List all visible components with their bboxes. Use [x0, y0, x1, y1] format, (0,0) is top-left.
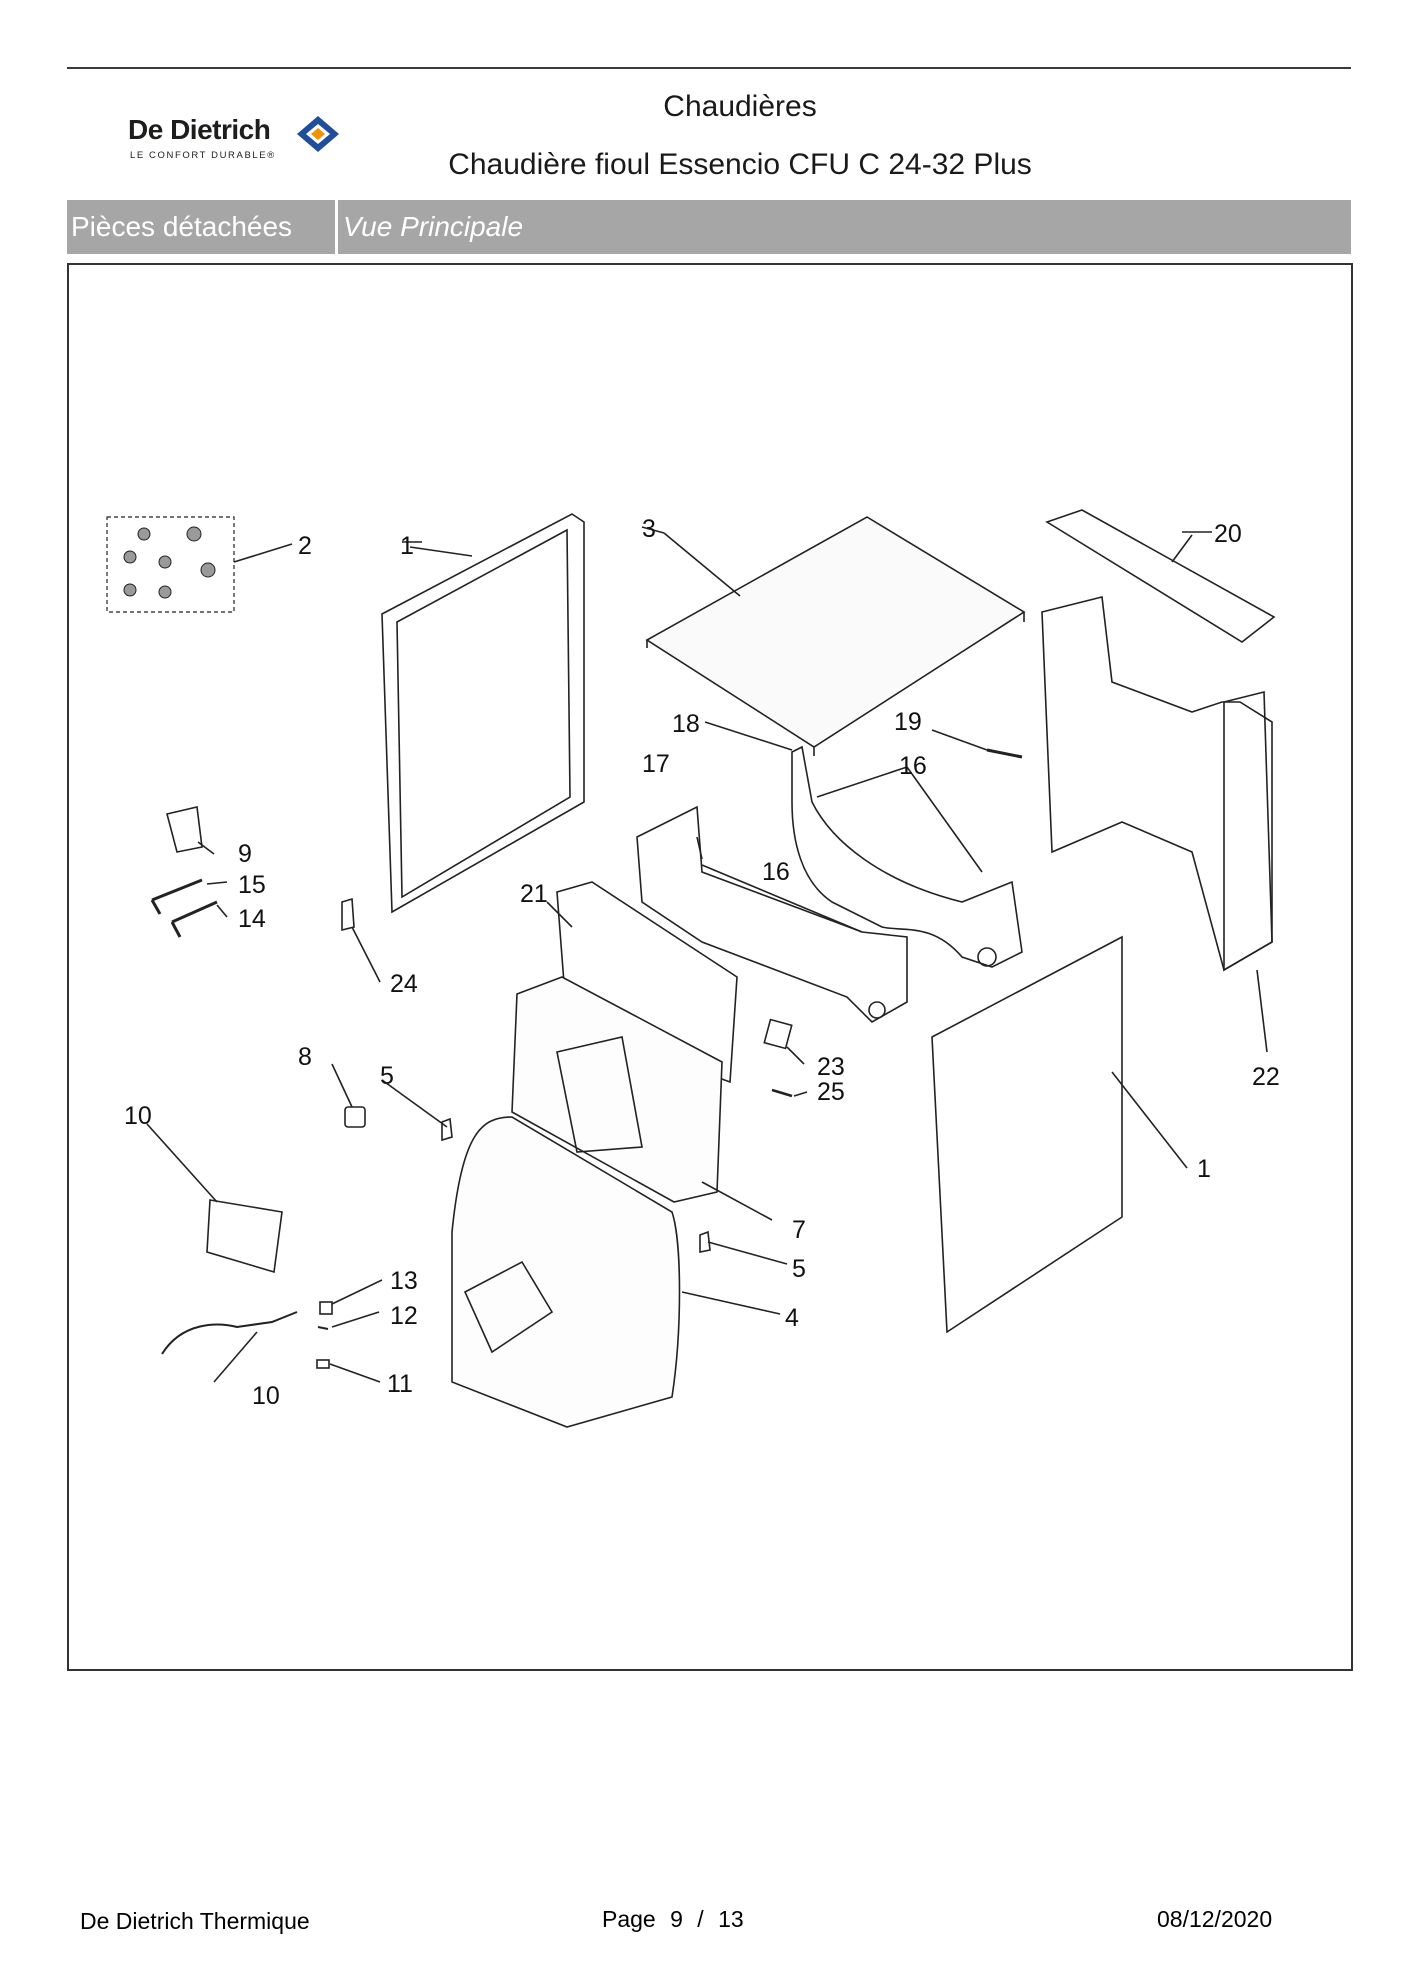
callout-1b: 1	[1197, 1155, 1211, 1183]
page-total: 13	[718, 1906, 744, 1932]
part-8-bracket	[166, 806, 203, 853]
callout-23: 23	[817, 1053, 845, 1081]
callout-19: 19	[894, 708, 922, 736]
callout-13: 13	[390, 1267, 418, 1295]
exploded-view-frame: 2 1 3 20 18 19 17 16 16 21 9 15 14 24 23…	[67, 263, 1353, 1671]
callout-2: 2	[298, 532, 312, 560]
part-12-screw	[317, 1326, 329, 1330]
part-24-clip	[341, 897, 355, 932]
part-2-screws	[106, 516, 293, 613]
callout-12: 12	[390, 1302, 418, 1330]
page-number: 9	[670, 1906, 683, 1932]
callout-7: 8	[298, 1043, 312, 1071]
callout-22: 22	[1252, 1063, 1280, 1091]
part-14-hex-key	[170, 900, 218, 938]
section-band: Pièces détachées Vue Principale	[67, 200, 1351, 254]
callout-24: 24	[390, 970, 418, 998]
footer-page: Page 9 / 13	[602, 1906, 752, 1933]
part-11-fitting	[316, 1359, 330, 1369]
view-label: Vue Principale	[343, 211, 524, 242]
callout-4: 4	[785, 1304, 799, 1332]
part-4-front-casing	[451, 1116, 681, 1428]
callout-20: 20	[1214, 520, 1242, 548]
section-label: Pièces détachées	[71, 211, 293, 242]
brand-name: De Dietrich	[128, 114, 271, 145]
part-1-rear-frame	[381, 513, 585, 914]
band-separator	[335, 200, 338, 254]
part-9-board	[206, 1199, 283, 1274]
callout-5a: 5	[380, 1062, 394, 1090]
part-3-top-panel	[645, 516, 1026, 756]
part-20-top-rail	[1045, 509, 1276, 643]
callout-3: 3	[642, 515, 656, 543]
callout-15: 15	[238, 871, 266, 899]
callout-14: 14	[238, 905, 266, 933]
diagram-callouts: 2 1 3 20 18 19 17 16 16 21 9 15 14 24 23…	[124, 515, 1280, 1410]
callout-16b: 16	[762, 858, 790, 886]
part-10-cable	[161, 1311, 298, 1355]
part-17-bracket	[636, 805, 908, 1023]
part-19-rod	[986, 748, 1023, 759]
exploded-view-diagram: 2 1 3 20 18 19 17 16 16 21 9 15 14 24 23…	[106, 509, 1280, 1428]
callout-25: 25	[817, 1078, 845, 1106]
page-label: Page	[602, 1906, 656, 1932]
page-separator: /	[697, 1906, 704, 1932]
callout-21: 21	[520, 880, 548, 908]
part-23-module	[763, 1018, 793, 1050]
footer-date: 08/12/2020	[1157, 1906, 1273, 1932]
callout-9: 10	[124, 1102, 152, 1130]
callout-5b: 5	[792, 1255, 806, 1283]
part-25-clip	[771, 1088, 793, 1098]
part-1-side-panel	[931, 935, 1123, 1334]
part-13-fitting	[319, 1301, 333, 1315]
callout-6: 7	[792, 1216, 806, 1244]
section-label-cell: Pièces détachées	[67, 200, 335, 254]
part-5-clip-a	[441, 1117, 453, 1142]
callout-11: 11	[387, 1370, 413, 1398]
callout-8: 9	[238, 840, 252, 868]
part-7-knob	[344, 1106, 366, 1128]
part-22-side-panel	[1041, 596, 1273, 1053]
callout-1: 1	[400, 532, 414, 560]
callout-16a: 16	[899, 752, 927, 780]
part-15-hex-key	[150, 878, 203, 915]
product-title: Chaudière fioul Essencio CFU C 24-32 Plu…	[448, 148, 1032, 181]
category-title: Chaudières	[663, 90, 817, 123]
footer-company: De Dietrich Thermique	[80, 1908, 310, 1934]
part-6-control-panel	[511, 976, 723, 1203]
part-5-clip-b	[699, 1230, 711, 1253]
part-18-bracket	[791, 745, 1023, 968]
callout-17: 17	[642, 750, 670, 778]
top-rule	[67, 67, 1351, 69]
callout-18: 18	[672, 710, 700, 738]
callout-10: 10	[252, 1382, 280, 1410]
brand-tagline: LE CONFORT DURABLE®	[130, 150, 276, 161]
diamond-logo-icon	[297, 116, 339, 152]
brand-logo: De Dietrich LE CONFORT DURABLE®	[128, 112, 343, 172]
